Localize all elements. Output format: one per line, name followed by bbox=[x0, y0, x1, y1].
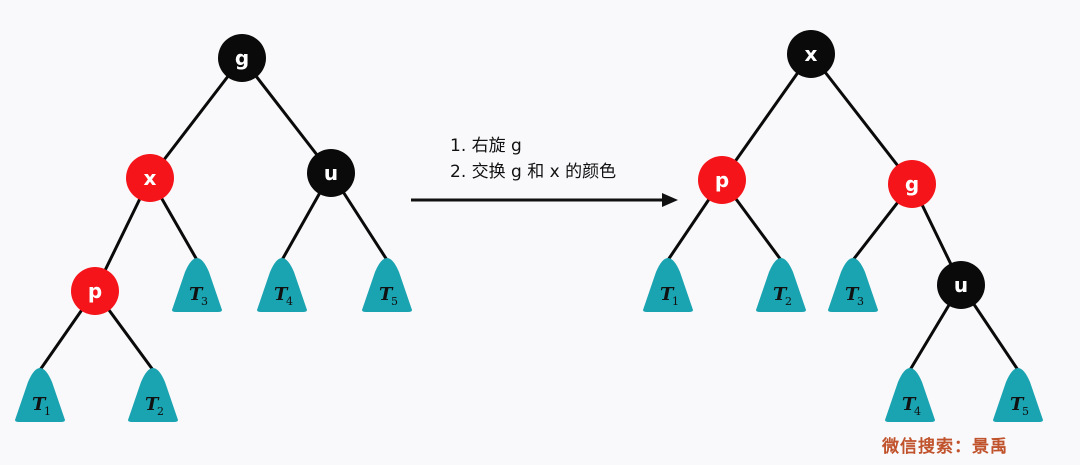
edge-g-x bbox=[148, 57, 244, 179]
subtree-t4: T4 bbox=[885, 368, 935, 422]
subtree-label: T bbox=[274, 284, 289, 305]
subtree-triangle bbox=[643, 258, 693, 312]
edge-x-g bbox=[809, 53, 914, 185]
subtree-subscript: 4 bbox=[286, 295, 293, 308]
subtree-triangle bbox=[828, 258, 878, 312]
step-1: 1. 右旋 g bbox=[450, 136, 522, 156]
subtree-label: T bbox=[379, 284, 394, 305]
subtree-label: T bbox=[32, 394, 47, 415]
node-p: p bbox=[698, 156, 746, 204]
watermark: 微信搜索：景禹 bbox=[882, 437, 1008, 457]
node-label: p bbox=[88, 279, 102, 303]
subtree-label: T bbox=[145, 394, 160, 415]
node-label: p bbox=[715, 168, 729, 192]
node-x: x bbox=[787, 30, 835, 78]
subtree-label: T bbox=[189, 284, 204, 305]
node-u: u bbox=[307, 149, 355, 197]
subtree-subscript: 4 bbox=[914, 405, 921, 418]
node-label: g bbox=[235, 46, 249, 70]
node-circle bbox=[71, 267, 119, 315]
subtree-subscript: 2 bbox=[785, 295, 792, 308]
subtree-t4: T4 bbox=[257, 258, 307, 312]
subtree-t1: T1 bbox=[15, 368, 65, 422]
node-circle bbox=[698, 156, 746, 204]
subtree-triangle bbox=[172, 258, 222, 312]
node-x: x bbox=[126, 154, 174, 202]
subtree-triangle bbox=[885, 368, 935, 422]
node-circle bbox=[307, 149, 355, 197]
transform-arrow bbox=[411, 193, 678, 207]
node-label: g bbox=[905, 172, 919, 196]
subtree-t3: T3 bbox=[828, 258, 878, 312]
edge-g-u bbox=[240, 57, 333, 174]
subtree-t2: T2 bbox=[756, 258, 806, 312]
node-g: g bbox=[888, 160, 936, 208]
subtree-triangle bbox=[993, 368, 1043, 422]
subtree-label: T bbox=[773, 284, 788, 305]
subtree-t3: T3 bbox=[172, 258, 222, 312]
subtree-subscript: 5 bbox=[391, 295, 398, 308]
step-2: 2. 交换 g 和 x 的颜色 bbox=[450, 162, 617, 182]
subtree-t2: T2 bbox=[128, 368, 178, 422]
subtree-triangle bbox=[756, 258, 806, 312]
node-p: p bbox=[71, 267, 119, 315]
node-circle bbox=[937, 261, 985, 309]
node-circle bbox=[888, 160, 936, 208]
node-circle bbox=[218, 34, 266, 82]
subtree-t1: T1 bbox=[643, 258, 693, 312]
node-circle bbox=[126, 154, 174, 202]
subtree-triangle bbox=[362, 258, 412, 312]
node-u: u bbox=[937, 261, 985, 309]
subtree-label: T bbox=[845, 284, 860, 305]
subtree-label: T bbox=[1010, 394, 1025, 415]
subtree-subscript: 2 bbox=[157, 405, 164, 418]
node-label: x bbox=[144, 166, 157, 190]
rotation-steps: 1. 右旋 g 2. 交换 g 和 x 的颜色 bbox=[450, 133, 616, 185]
node-label: x bbox=[805, 42, 818, 66]
subtree-subscript: 3 bbox=[201, 295, 208, 308]
node-label: u bbox=[954, 273, 968, 297]
node-g: g bbox=[218, 34, 266, 82]
arrow-head bbox=[662, 193, 678, 207]
subtree-triangle bbox=[128, 368, 178, 422]
before-edges bbox=[38, 57, 389, 371]
subtree-subscript: 1 bbox=[672, 295, 679, 308]
node-label: u bbox=[324, 161, 338, 185]
subtree-triangle bbox=[15, 368, 65, 422]
subtree-subscript: 5 bbox=[1022, 405, 1029, 418]
subtree-t5: T5 bbox=[993, 368, 1043, 422]
subtree-label: T bbox=[902, 394, 917, 415]
subtree-triangle bbox=[257, 258, 307, 312]
edge-x-p bbox=[720, 53, 813, 181]
subtree-t5: T5 bbox=[362, 258, 412, 312]
node-circle bbox=[787, 30, 835, 78]
subtree-label: T bbox=[660, 284, 675, 305]
after-edges bbox=[666, 53, 1020, 371]
subtree-subscript: 3 bbox=[857, 295, 864, 308]
subtree-subscript: 1 bbox=[44, 405, 51, 418]
